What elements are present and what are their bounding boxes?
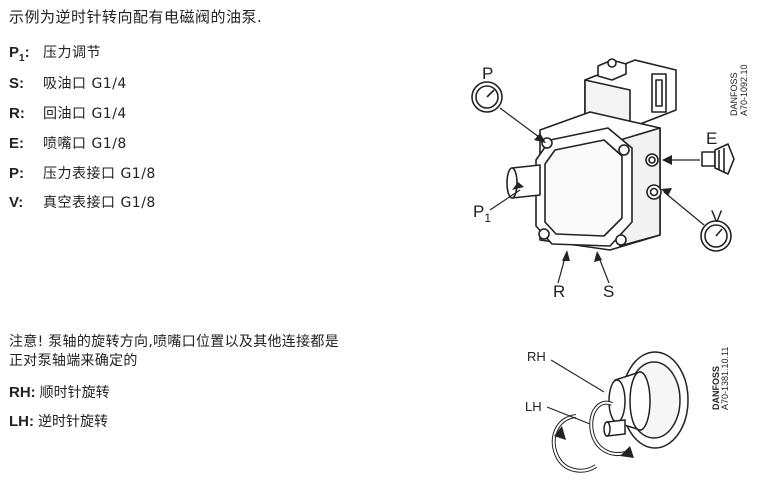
- note-line-1: 注意! 泵轴的旋转方向,喷嘴口位置以及其他连接都是: [9, 334, 340, 350]
- legend-text: 压力调节: [43, 45, 101, 61]
- svg-text:DANFOSS: DANFOSS: [711, 366, 721, 410]
- rotation-diagram: [551, 351, 689, 473]
- lh-label: LH: [525, 399, 542, 414]
- e-label: E: [706, 129, 717, 148]
- legend-text: 真空表接口 G1/8: [43, 195, 156, 211]
- v-label: V: [711, 207, 723, 226]
- p1-label: P1: [473, 202, 491, 225]
- cover-screw: [538, 228, 550, 240]
- svg-text:A70-1092.10: A70-1092.10: [739, 64, 749, 116]
- cover-screw: [618, 144, 630, 156]
- cover-screw: [615, 234, 627, 246]
- legend-text: 压力表接口 G1/8: [43, 166, 156, 182]
- r-label: R: [553, 282, 565, 301]
- nozzle-fitting: [701, 151, 716, 167]
- svg-text:DANFOSS: DANFOSS: [729, 72, 739, 116]
- note-paragraph: 注意! 泵轴的旋转方向,喷嘴口位置以及其他连接都是 正对泵轴端来确定的: [9, 333, 439, 371]
- rotation-key: RH:: [9, 384, 36, 401]
- legend-text: 回油口 G1/4: [43, 106, 127, 122]
- legend-text: 吸油口 G1/4: [43, 76, 127, 92]
- legend-key: P:: [9, 165, 25, 182]
- legend-item-p1: P1: 压力调节: [9, 42, 101, 64]
- rotation-text: 逆时针旋转: [38, 414, 108, 430]
- rotation-text: 顺时针旋转: [39, 385, 110, 401]
- note-line-2: 正对泵轴端来确定的: [9, 353, 138, 369]
- figure2-code: DANFOSS A70-1381.10.11: [711, 347, 730, 410]
- legend-key: R:: [9, 105, 25, 122]
- svg-text:A70-1381.10.11: A70-1381.10.11: [720, 347, 730, 410]
- s-label: S: [603, 282, 614, 301]
- legend-text: 喷嘴口 G1/8: [43, 136, 127, 152]
- rotation-key: LH:: [9, 413, 34, 430]
- legend-key: S:: [9, 75, 25, 92]
- p-gauge-label: P: [482, 64, 493, 83]
- legend-item-p: P: 压力表接口 G1/8: [9, 163, 156, 183]
- intro-text: 示例为逆时针转向配有电磁阀的油泵.: [9, 8, 263, 26]
- legend-item-e: E: 喷嘴口 G1/8: [9, 133, 127, 153]
- legend-item-r: R: 回油口 G1/4: [9, 103, 127, 123]
- figure1-code: DANFOSS A70-1092.10: [729, 64, 749, 116]
- legend-item-v: V: 真空表接口 G1/8: [9, 192, 156, 212]
- legend-key: P1:: [9, 44, 30, 64]
- legend-key: E:: [9, 135, 25, 152]
- rotation-lh: LH:逆时针旋转: [9, 411, 108, 431]
- rotation-rh: RH:顺时针旋转: [9, 382, 110, 402]
- rh-label: RH: [527, 349, 546, 364]
- legend-item-s: S: 吸油口 G1/4: [9, 73, 127, 93]
- legend-key: V:: [9, 194, 24, 211]
